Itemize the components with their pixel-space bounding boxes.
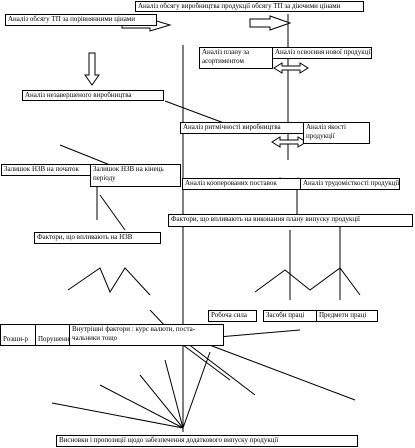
node-porushennya: Порушення (35, 324, 70, 346)
node-analiz-obsyagu-tp-porivnyalni: Аналіз обсягу ТП за порівнянними цінами (5, 14, 157, 26)
node-robocha-syla: Робоча сила (208, 310, 257, 322)
node-faktory-plan: Фактори, що впливають на виконання плану… (168, 214, 413, 227)
node-faktory-nzv: Фактори, що впливають на НЗВ (34, 232, 161, 244)
node-zasoby-pratsi: Засоби праці (263, 310, 317, 322)
node-zalyshok-pochatok: Залишок НЗВ на початок (1, 164, 93, 176)
node-analiz-rytmichnosti: Аналіз ритмічності виробництва (180, 122, 304, 134)
node-predmety-pratsi: Предмети праці (316, 310, 378, 322)
node-trudomistkosti: Аналіз трудомісткості продукції (300, 178, 400, 190)
node-analiz-nezavershenogo: Аналіз незавершеного виробництва (22, 90, 164, 101)
node-rozshyr: Розши-р (0, 324, 36, 346)
node-vnutrishni-faktory: Внутрішні фактори : курс валюти, поста-ч… (69, 324, 224, 346)
node-analiz-osvoyennya: Аналіз освоєння нової продукції (272, 47, 372, 59)
node-zalyshok-kinets: Залишок НЗВ на кінець періоду (90, 164, 181, 187)
node-analiz-kooperovanykh: Аналіз кооперованих поставок (182, 178, 302, 190)
node-analiz-yakosti: Аналіз якості продукції (303, 122, 370, 144)
node-analiz-za-asortymentom: Аналіз плану за асортиментом (199, 47, 273, 69)
node-analiz-obsyagu-vyrobnytstva: Аналіз обсягу виробництва продукції обся… (135, 1, 364, 12)
node-vysnovky: Висновки і пропозиції щодо забезпечення … (56, 435, 358, 447)
